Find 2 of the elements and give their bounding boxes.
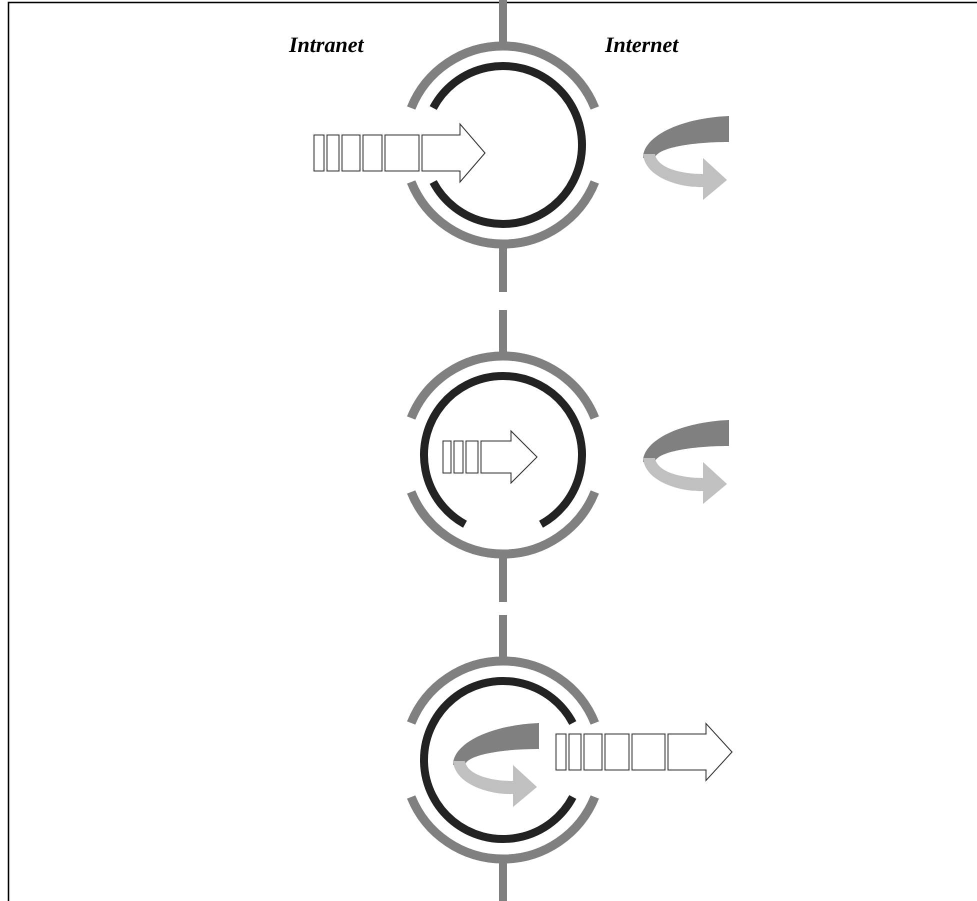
zone-label: Intranet [289, 34, 364, 56]
zone-label: Internet [605, 34, 678, 56]
